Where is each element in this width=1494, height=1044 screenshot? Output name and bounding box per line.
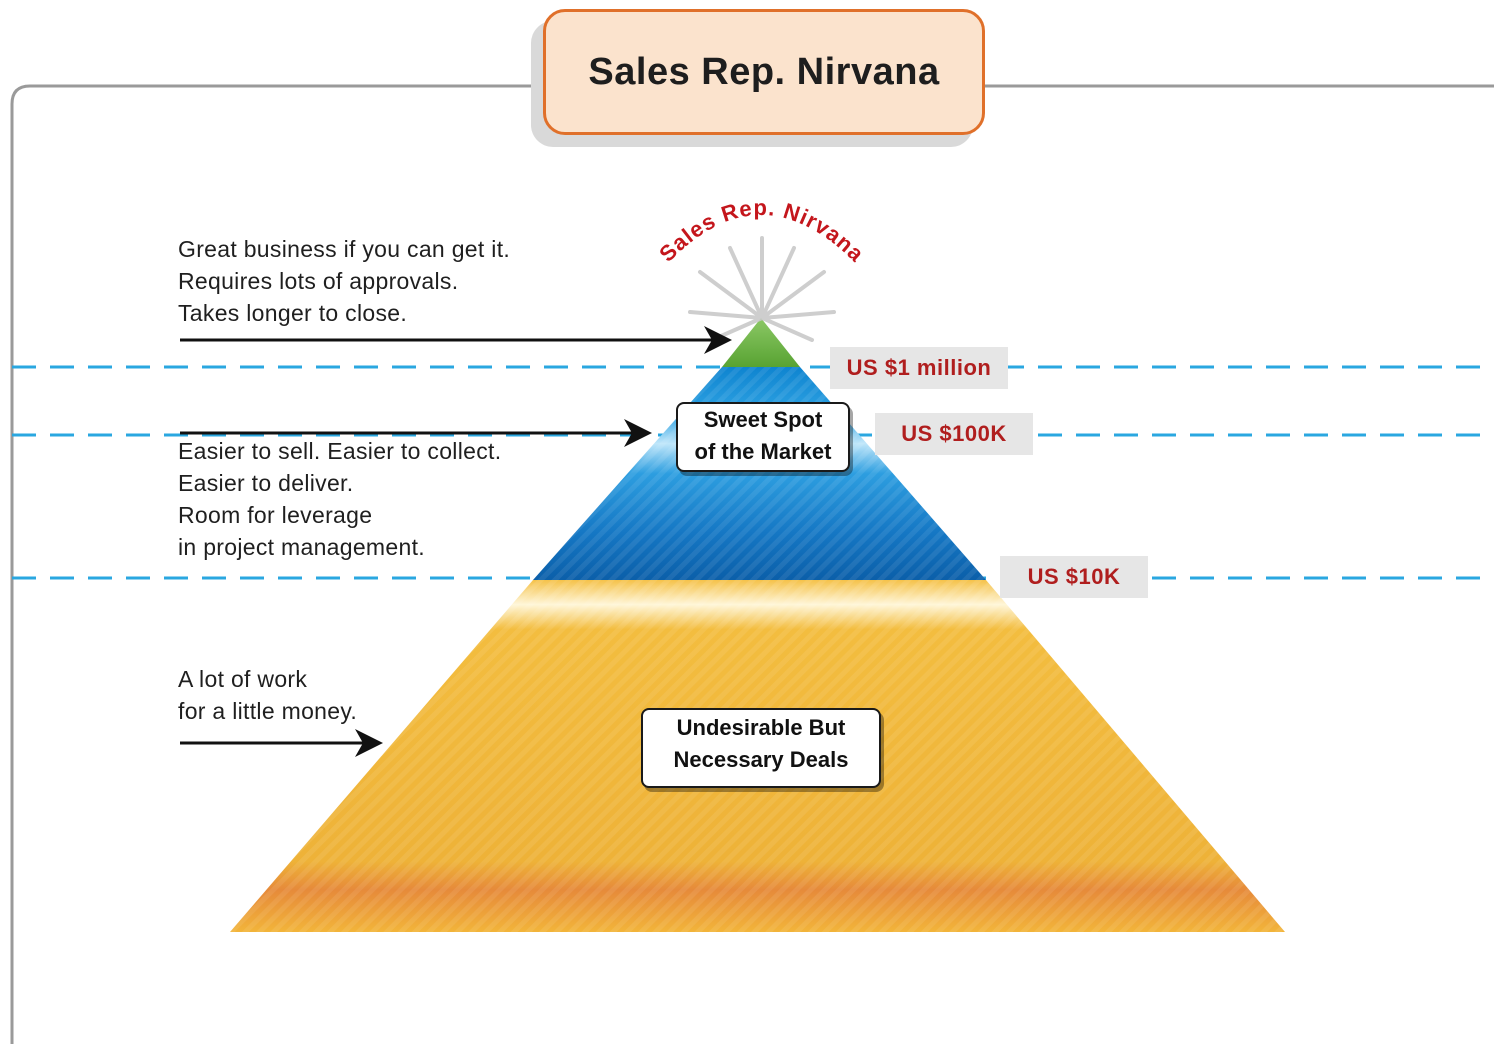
frame-border (10, 84, 1494, 1044)
annotation-line: Requires lots of approvals. (178, 268, 459, 294)
annotation-line: Great business if you can get it. (178, 236, 511, 262)
annotation-line: Room for leverage (178, 502, 373, 528)
pyramid-tier-top (722, 318, 800, 367)
annotation-line: Easier to sell. Easier to collect. (178, 438, 502, 464)
annotation-top: Great business if you can get it. Requir… (178, 233, 510, 329)
tier-label-line: of the Market (694, 439, 832, 464)
annotation-line: in project management. (178, 534, 425, 560)
annotation-line: Takes longer to close. (178, 300, 408, 326)
tier-label-undesirable: Undesirable But Necessary Deals (641, 708, 881, 788)
annotation-bottom: A lot of work for a little money. (178, 663, 357, 727)
threshold-label-million: US $1 million (830, 347, 1008, 389)
tier-label-sweet-spot: Sweet Spot of the Market (676, 402, 850, 472)
tier-label-line: Undesirable But (676, 715, 846, 740)
annotation-line: Easier to deliver. (178, 470, 354, 496)
pyramid-tier-middle-stripes (533, 367, 986, 580)
tier-label-line: Sweet Spot (703, 407, 823, 432)
threshold-label-10k: US $10K (1000, 556, 1148, 598)
annotation-middle: Easier to sell. Easier to collect. Easie… (178, 435, 501, 563)
arrow-middle (180, 419, 652, 447)
arrow-top (180, 326, 732, 354)
annotation-line: for a little money. (178, 698, 358, 724)
title-tab: Sales Rep. Nirvana (543, 9, 985, 135)
tier-label-line: Necessary Deals (673, 747, 849, 772)
threshold-label-100k: US $100K (875, 413, 1033, 455)
annotation-line: A lot of work (178, 666, 308, 692)
arrow-bottom (180, 729, 383, 757)
